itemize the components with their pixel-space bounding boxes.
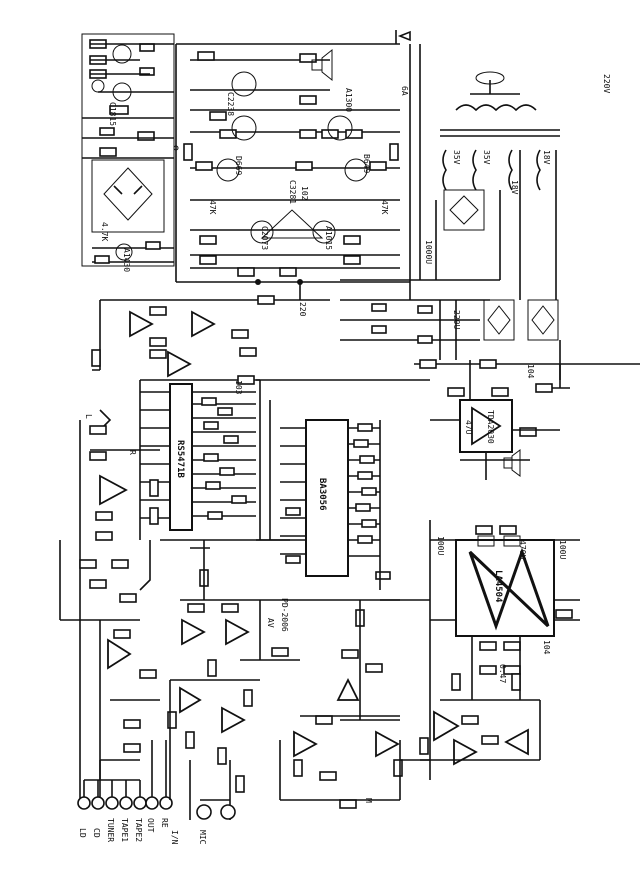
- mic-label: MIC: [198, 830, 207, 845]
- cap-label-102: 102: [300, 186, 309, 201]
- protection-block: [81, 33, 179, 267]
- q-label-c2073: C2073: [260, 226, 269, 250]
- surround-section: [260, 400, 400, 601]
- power-amp-label: LA4504: [493, 570, 503, 603]
- jack-ld: [77, 796, 91, 810]
- headphone-amp: [430, 364, 570, 480]
- fuse-label: 6A: [400, 86, 409, 96]
- jack-tuner: [105, 796, 119, 810]
- cap-label-220u: 220U: [452, 310, 461, 329]
- power-supply: [340, 44, 640, 380]
- input-label-out: OUT: [146, 818, 155, 833]
- cap-label-470u: 470U: [518, 540, 527, 559]
- res-label-4k7: 4.7K: [100, 222, 109, 241]
- jack-cd: [91, 796, 105, 810]
- res-label-0r47: 0.47: [498, 664, 507, 683]
- input-section: [59, 295, 330, 810]
- net-label-l: L: [84, 414, 93, 419]
- input-label-in: I/N: [170, 830, 179, 845]
- cap-label-100u: 100U: [436, 536, 445, 555]
- jack-tape2: [133, 796, 147, 810]
- cap-label-104: 104: [526, 364, 535, 379]
- q-label-b649: B649: [362, 154, 371, 173]
- mains-label: 220V: [602, 74, 611, 93]
- mic-section: [167, 540, 300, 820]
- tap-35v-b: 35V: [482, 150, 491, 165]
- net-label-m: M: [364, 798, 373, 803]
- res-label-47-b: 47K: [380, 200, 389, 215]
- output-stage: [175, 30, 411, 300]
- headphone-amp-label: TDA2030: [486, 410, 495, 444]
- q-label-a1300: A1300: [344, 88, 353, 112]
- tap-35v-a: 35V: [452, 150, 461, 165]
- echo-section: [279, 600, 430, 809]
- input-label-cd: CD: [92, 828, 101, 838]
- eq-ic-label: RS5471B: [175, 440, 185, 479]
- input-label-tuner: TUNER: [106, 818, 115, 842]
- jack-mic: [196, 804, 212, 820]
- res-label-47: 47K: [208, 200, 217, 215]
- input-label-tape1: TAPE1: [120, 818, 129, 842]
- q-label-c3281: C3281: [288, 180, 297, 204]
- ic-eq: [169, 383, 193, 531]
- tap-18v-b: 18V: [542, 150, 551, 165]
- q-label-d669: D669: [234, 156, 243, 175]
- cap-label-1000u: 1000U: [424, 240, 433, 264]
- cap-label-104-b: 104: [542, 640, 551, 655]
- q-label-a1015: A1015: [324, 226, 333, 250]
- cap-label-100u-b: 100U: [558, 540, 567, 559]
- jack-out: [145, 796, 159, 810]
- jack-re: [159, 796, 173, 810]
- input-label-ld: LD: [78, 828, 87, 838]
- net-label-av: AV: [266, 618, 275, 628]
- power-amp: [419, 520, 580, 780]
- q-label-c2238: C2238: [226, 92, 235, 116]
- jack-tape1: [119, 796, 133, 810]
- q-label-c1815: C1815: [108, 102, 117, 126]
- net-label-r: R: [128, 450, 137, 455]
- cap-label-47u: 47U: [464, 420, 473, 435]
- tap-18v-a: 18V: [510, 180, 519, 195]
- q-label-a1430: A1430: [122, 248, 131, 272]
- res-label-220: 220: [298, 302, 307, 317]
- jack-mic-2: [220, 804, 236, 820]
- cap-label-103: 103: [234, 380, 243, 395]
- ic-surround: [305, 419, 349, 577]
- eq-section: [129, 310, 290, 549]
- input-label-re: RE: [160, 818, 169, 828]
- surround-ic-label: BA3056: [317, 478, 327, 511]
- input-label-tape2: TAPE2: [134, 818, 143, 842]
- mic-ic-label: PD-2006: [280, 598, 289, 632]
